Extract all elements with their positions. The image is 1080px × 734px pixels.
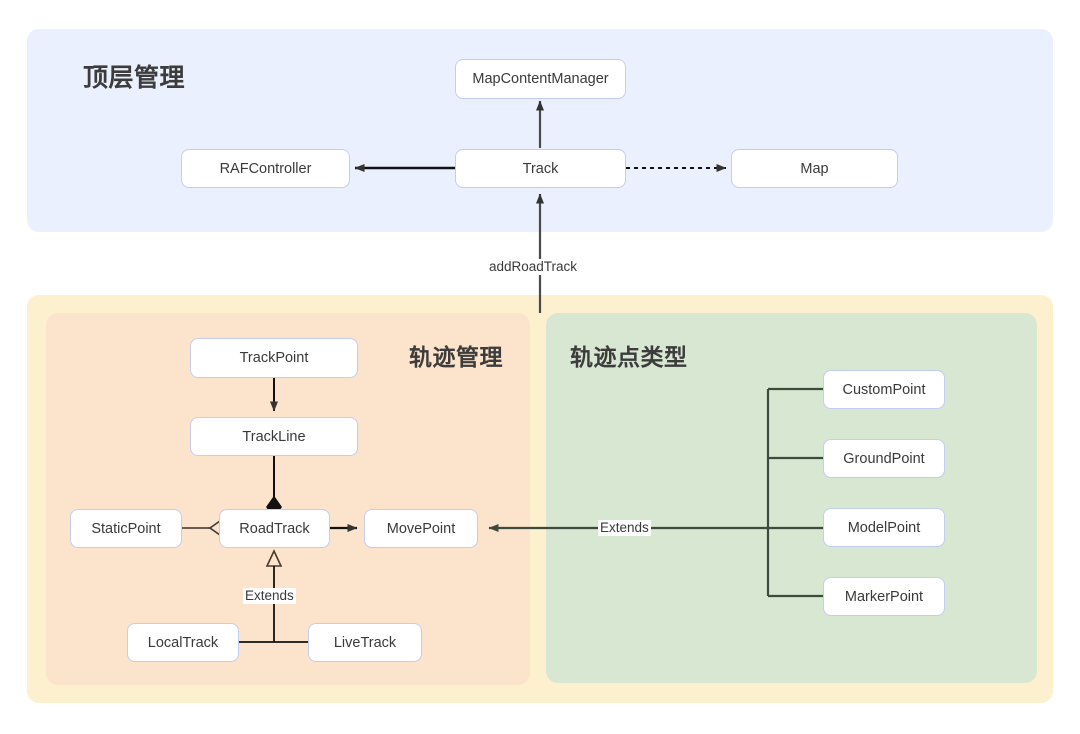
node-localtrack[interactable]: LocalTrack (127, 623, 239, 662)
edge-label-extends-track: Extends (243, 588, 296, 604)
node-staticpoint[interactable]: StaticPoint (70, 509, 182, 548)
panel-title-top-level: 顶层管理 (83, 64, 186, 92)
edge-label-addroadtrack: addRoadTrack (487, 259, 580, 275)
node-custompoint[interactable]: CustomPoint (823, 370, 945, 409)
node-track[interactable]: Track (455, 149, 626, 188)
node-markerpoint[interactable]: MarkerPoint (823, 577, 945, 616)
node-modelpoint[interactable]: ModelPoint (823, 508, 945, 547)
panel-title-track-mgmt: 轨迹管理 (409, 344, 503, 370)
node-livetrack[interactable]: LiveTrack (308, 623, 422, 662)
node-trackline[interactable]: TrackLine (190, 417, 358, 456)
node-mapcontentmanager[interactable]: MapContentManager (455, 59, 626, 99)
panel-title-point-types: 轨迹点类型 (570, 344, 688, 370)
node-groundpoint[interactable]: GroundPoint (823, 439, 945, 478)
node-movepoint[interactable]: MovePoint (364, 509, 478, 548)
node-trackpoint[interactable]: TrackPoint (190, 338, 358, 378)
node-map[interactable]: Map (731, 149, 898, 188)
group-panel-point-types (546, 313, 1037, 683)
node-rafcontroller[interactable]: RAFController (181, 149, 350, 188)
edge-label-extends-points: Extends (598, 520, 651, 536)
node-roadtrack[interactable]: RoadTrack (219, 509, 330, 548)
